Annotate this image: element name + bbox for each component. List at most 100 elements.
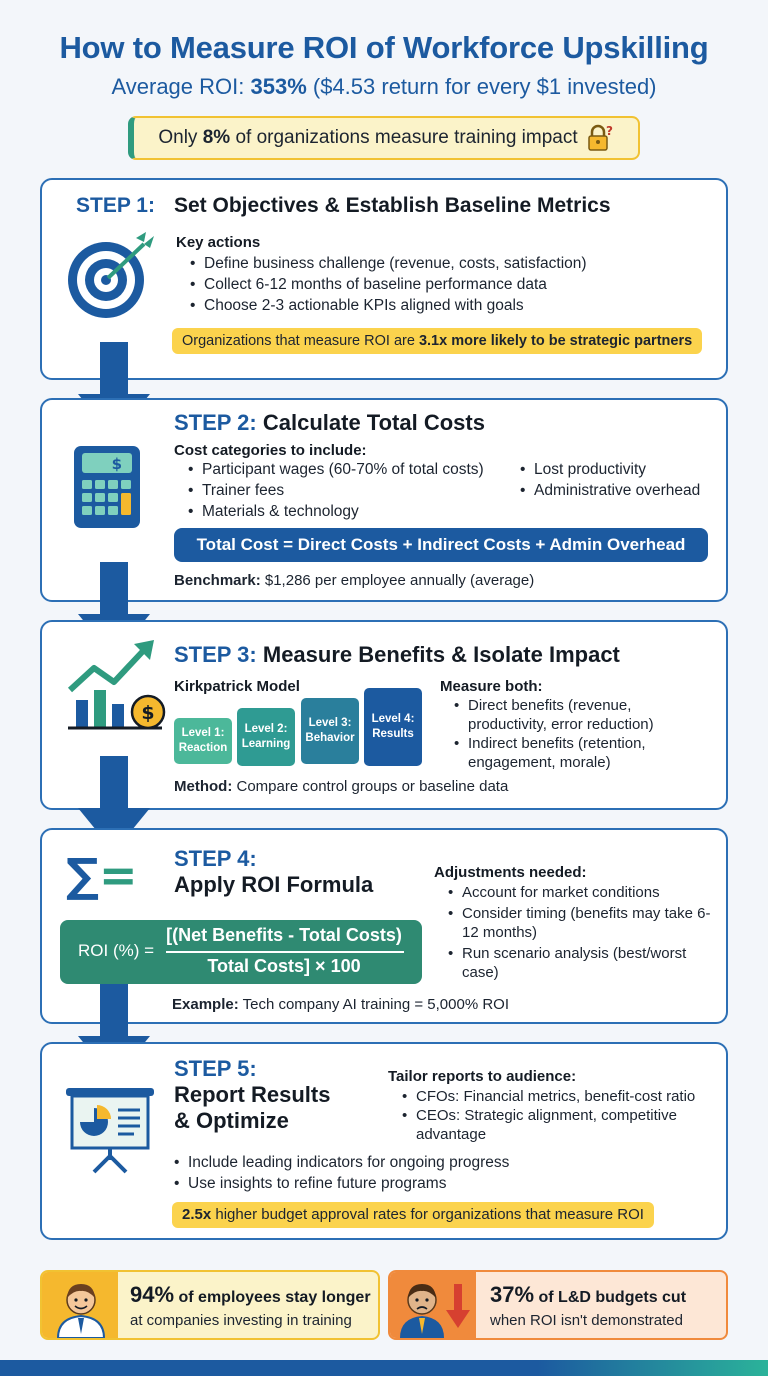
happy-employee-icon xyxy=(56,1284,106,1338)
list-item: Participant wages (60-70% of total costs… xyxy=(186,459,516,480)
alert-suffix: of organizations measure training impact xyxy=(230,127,578,148)
step2-label-text: STEP 2: xyxy=(174,410,257,435)
stat-card-retention: 94% of employees stay longer at companie… xyxy=(40,1270,380,1340)
tailor-heading: Tailor reports to audience: xyxy=(388,1068,577,1085)
example-label: Example: xyxy=(172,996,239,1013)
sigma-equals-icon: ∑= xyxy=(66,848,138,902)
presentation-board-icon xyxy=(66,1088,154,1174)
list-item: Collect 6-12 months of baseline performa… xyxy=(188,274,708,295)
level-1-name: Reaction xyxy=(178,742,228,754)
level-3-title: Level 3: xyxy=(308,717,352,729)
level-1-title: Level 1: xyxy=(181,727,225,739)
target-icon xyxy=(68,232,154,318)
step1-highlight: Organizations that measure ROI are 3.1x … xyxy=(172,328,703,354)
alert-banner: Only 8% of organizations measure trainin… xyxy=(128,116,640,160)
step2-card: STEP 2: Calculate Total Costs $ Cost cat… xyxy=(40,398,728,602)
method-label: Method: xyxy=(174,778,233,795)
step5-highlight-bold: 2.5x xyxy=(182,1206,212,1223)
level-2-title: Level 2: xyxy=(244,723,288,735)
total-cost-formula: Total Cost = Direct Costs + Indirect Cos… xyxy=(174,528,708,562)
stat-budget-line1: 37% of L&D budgets cut xyxy=(490,1282,686,1308)
page-subtitle: Average ROI: 353% ($4.53 return for ever… xyxy=(0,74,768,100)
list-item: Account for market conditions xyxy=(446,883,716,902)
svg-text:$: $ xyxy=(112,455,122,473)
step4-example: Example: Tech company AI training = 5,00… xyxy=(172,996,509,1013)
worried-employee-icon xyxy=(400,1284,470,1338)
list-item: Define business challenge (revenue, cost… xyxy=(188,253,708,274)
stat-budget-text: of L&D budgets cut xyxy=(534,1289,687,1306)
step3-title: Measure Benefits & Isolate Impact xyxy=(262,642,620,667)
formula-left: ROI (%) = xyxy=(78,941,155,960)
step1-bullet-list: Define business challenge (revenue, cost… xyxy=(188,253,708,316)
step3-method: Method: Compare control groups or baseli… xyxy=(174,778,508,795)
step5-title-line2: & Optimize xyxy=(174,1108,289,1133)
step3-label: STEP 3: Measure Benefits & Isolate Impac… xyxy=(174,642,620,668)
stat-retention-line2: at companies investing in training xyxy=(130,1312,352,1329)
adjustments-heading: Adjustments needed: xyxy=(434,864,587,881)
list-item: CEOs: Strategic alignment, competitive a… xyxy=(400,1106,720,1144)
step1-highlight-prefix: Organizations that measure ROI are xyxy=(182,333,419,349)
adjustments-bullet-list: Account for market conditions Consider t… xyxy=(446,883,716,982)
stat-retention-line1: 94% of employees stay longer xyxy=(130,1282,371,1308)
measure-bullet-list: Direct benefits (revenue, productivity, … xyxy=(452,696,712,772)
step5-card: STEP 5: Report Results & Optimize Tailor… xyxy=(40,1042,728,1240)
list-item: Consider timing (benefits may take 6-12 … xyxy=(446,904,716,942)
list-item: Include leading indicators for ongoing p… xyxy=(172,1152,692,1173)
step5-label: STEP 5: xyxy=(174,1056,257,1081)
step1-card: STEP 1: Set Objectives & Establish Basel… xyxy=(40,178,728,380)
step5-highlight-text: higher budget approval rates for organiz… xyxy=(211,1206,644,1223)
list-item: Direct benefits (revenue, productivity, … xyxy=(452,696,712,734)
kirkpatrick-level-1: Level 1: Reaction xyxy=(174,718,232,764)
example-text: Tech company AI training = 5,000% ROI xyxy=(238,996,509,1013)
growth-chart-icon: $ xyxy=(67,640,166,730)
step2-benchmark: Benchmark: $1,286 per employee annually … xyxy=(174,572,534,589)
calculator-icon: $ xyxy=(74,446,140,528)
roi-formula: ROI (%) = [(Net Benefits - Total Costs) … xyxy=(60,920,422,984)
step3-label-text: STEP 3: xyxy=(174,642,257,667)
level-3-name: Behavior xyxy=(305,732,355,744)
stat-budget-line2: when ROI isn't demonstrated xyxy=(490,1312,683,1329)
stat-retention-value: 94% xyxy=(130,1282,175,1307)
svg-text:?: ? xyxy=(606,124,613,138)
list-item: Lost productivity xyxy=(518,459,718,480)
step1-title: Set Objectives & Establish Baseline Metr… xyxy=(174,194,611,217)
kirkpatrick-level-2: Level 2:Learning xyxy=(237,708,295,766)
list-item: CFOs: Financial metrics, benefit-cost ra… xyxy=(400,1087,720,1106)
step4-card: STEP 4: Apply ROI Formula ∑= ROI (%) = [… xyxy=(40,828,728,1024)
benchmark-label: Benchmark: xyxy=(174,572,261,589)
lock-question-icon: ? xyxy=(587,124,613,151)
alert-text: Only 8% of organizations measure trainin… xyxy=(158,127,577,149)
step2-bullet-list-right: Lost productivity Administrative overhea… xyxy=(518,459,718,501)
svg-text:$: $ xyxy=(141,702,154,724)
step5-title-line1: Report Results xyxy=(174,1082,331,1107)
step2-heading: Cost categories to include: xyxy=(174,442,367,459)
step2-bullet-list-left: Participant wages (60-70% of total costs… xyxy=(186,459,516,522)
list-item: Trainer fees xyxy=(186,480,516,501)
step5-bullet-list: Include leading indicators for ongoing p… xyxy=(172,1152,692,1194)
alert-percent: 8% xyxy=(202,127,231,148)
step1-heading: Key actions xyxy=(176,234,261,251)
measure-heading: Measure both: xyxy=(440,678,543,695)
formula-numerator: [(Net Benefits - Total Costs) xyxy=(166,925,402,945)
level-4-title: Level 4: xyxy=(371,713,415,725)
list-item: Run scenario analysis (best/worst case) xyxy=(446,944,716,982)
subtitle-prefix: Average ROI: xyxy=(111,74,251,99)
benchmark-text: $1,286 per employee annually (average) xyxy=(260,572,535,589)
kirkpatrick-level-3: Level 3: Behavior xyxy=(301,698,359,764)
step3-card: STEP 3: Measure Benefits & Isolate Impac… xyxy=(40,620,728,810)
list-item: Materials & technology xyxy=(186,501,516,522)
subtitle-suffix: ($4.53 return for every $1 invested) xyxy=(306,74,657,99)
step1-highlight-bold: 3.1x more likely to be strategic partner… xyxy=(418,333,693,349)
footer-bar xyxy=(0,1360,768,1376)
step5-highlight: 2.5x higher budget approval rates for or… xyxy=(172,1202,654,1228)
step2-label: STEP 2: Calculate Total Costs xyxy=(174,410,485,436)
list-item: Use insights to refine future programs xyxy=(172,1173,692,1194)
formula-denominator: Total Costs] × 100 xyxy=(207,956,361,976)
list-item: Administrative overhead xyxy=(518,480,718,501)
page-title: How to Measure ROI of Workforce Upskilli… xyxy=(59,30,709,65)
step2-title: Calculate Total Costs xyxy=(262,410,485,435)
tailor-bullet-list: CFOs: Financial metrics, benefit-cost ra… xyxy=(400,1087,720,1144)
stat-retention-text: of employees stay longer xyxy=(174,1289,371,1306)
method-text: Compare control groups or baseline data xyxy=(232,778,509,795)
level-4-name: Results xyxy=(372,728,414,740)
